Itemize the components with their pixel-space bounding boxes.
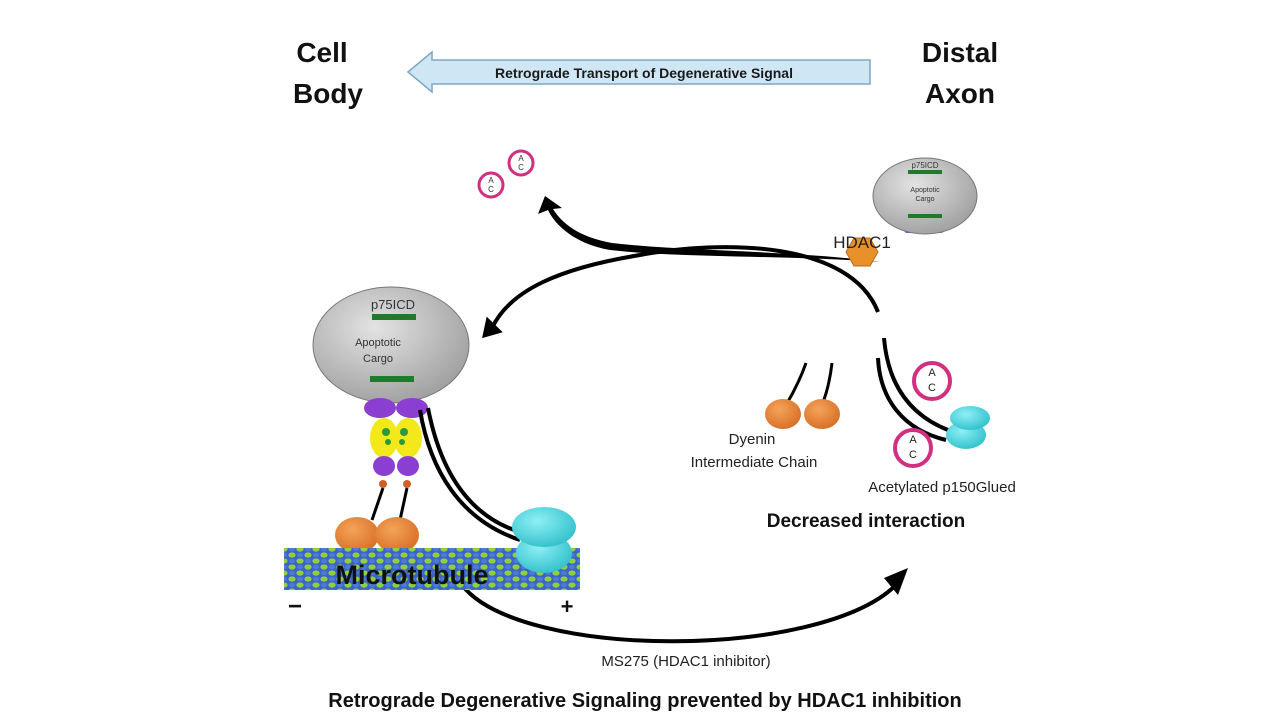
- dynein-ic-label-2: Intermediate Chain: [691, 454, 818, 471]
- retrograde-cycle-arrow: [490, 245, 880, 329]
- svg-text:A: A: [488, 176, 494, 185]
- plus-end-label: +: [561, 594, 574, 619]
- svg-text:A: A: [518, 154, 524, 163]
- decreased-interaction-label: Decreased interaction: [767, 511, 966, 532]
- hdac1-label: HDAC1: [833, 233, 891, 252]
- svg-text:A: A: [909, 434, 917, 446]
- microtubule-label: Microtubule: [336, 560, 489, 590]
- retrograde-transport-arrow: Retrograde Transport of Degenerative Sig…: [406, 50, 871, 94]
- acetylated-p150glued: A C A C Acetylated p150Glued: [868, 337, 1016, 496]
- figure-caption: Retrograde Degenerative Signaling preven…: [328, 690, 961, 712]
- svg-text:C: C: [488, 185, 494, 194]
- small-cargo-label: Apoptotic: [910, 187, 940, 194]
- distal-axon-label-2: Axon: [925, 78, 995, 109]
- hdac1-enzyme: HDAC1: [833, 233, 891, 267]
- ms275-label: MS275 (HDAC1 inhibitor): [601, 653, 770, 670]
- deacetylation-arrow: [538, 196, 880, 262]
- released-acetyl-groups: A C A C: [477, 149, 535, 199]
- p150glued-bound: [512, 507, 576, 573]
- small-apoptotic-cargo: p75ICD Apoptotic Cargo: [872, 157, 978, 235]
- p75icd-label: p75ICD: [371, 297, 415, 312]
- retrograde-transport-label: Retrograde Transport of Degenerative Sig…: [495, 65, 793, 81]
- cell-body-label-2: Body: [293, 78, 363, 109]
- svg-text:C: C: [909, 449, 917, 461]
- svg-text:A: A: [928, 367, 936, 379]
- minus-end-label: −: [288, 593, 302, 620]
- cell-body-label: Cell: [296, 37, 347, 68]
- ms275-arrow: [460, 583, 898, 644]
- dynein-ic-label: Dyenin: [729, 431, 776, 448]
- apoptotic-cargo-label-2: Cargo: [363, 353, 393, 365]
- small-cargo-label-2: Cargo: [915, 196, 934, 203]
- acetylated-p150glued-label: Acetylated p150Glued: [868, 479, 1016, 496]
- small-p75icd-label: p75ICD: [911, 161, 938, 170]
- svg-text:C: C: [518, 163, 524, 172]
- apoptotic-cargo-label: Apoptotic: [355, 337, 401, 349]
- dynein-intermediate-chain: Dyenin Intermediate Chain: [691, 362, 840, 471]
- dynein-motor-complex: [335, 398, 521, 553]
- svg-text:C: C: [928, 382, 936, 394]
- distal-axon-label: Distal: [922, 37, 998, 68]
- apoptotic-cargo: p75ICD Apoptotic Cargo: [312, 286, 470, 404]
